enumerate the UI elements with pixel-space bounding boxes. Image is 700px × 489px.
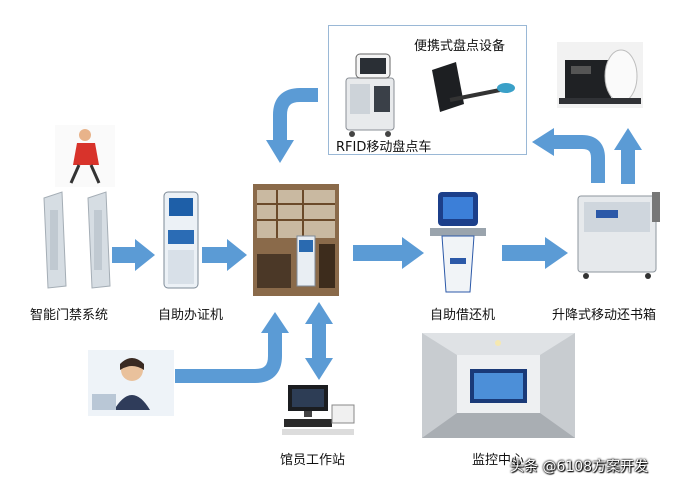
rfid-cart-label: RFID移动盘点车 [336, 140, 432, 155]
arrow-bookcase-to-box-head [532, 128, 554, 156]
librarian-photo [88, 350, 174, 416]
arrow-shelves-workstation-shaft [312, 322, 326, 360]
rfid-cart-icon [345, 53, 395, 137]
arrow-kiosk2-to-bookcase [502, 237, 568, 269]
workstation-label: 馆员工作站 [280, 453, 346, 468]
security-gate-icon [43, 191, 111, 289]
printer-icon [557, 42, 643, 108]
gate-label: 智能门禁系统 [30, 308, 109, 323]
arrow-box-to-shelves [273, 88, 318, 142]
kiosk-icon [163, 191, 199, 289]
handheld-scanner-icon [432, 62, 515, 112]
library-shelves-photo [253, 184, 339, 296]
monitor-center-label: 监控中心 [472, 453, 525, 468]
arrow-kiosk-to-shelves [202, 239, 247, 271]
arrow-shelves-workstation-down [305, 358, 333, 380]
arrow-group [112, 237, 568, 271]
self-service-terminal-icon [430, 192, 486, 293]
watermark-text: 头条 @6108方案开发 [510, 459, 649, 475]
arrow-box-to-shelves-head [266, 140, 294, 163]
lift-bookcase-label: 升降式移动还书箱 [552, 308, 657, 323]
return-bookcase-icon [577, 192, 660, 279]
card-kiosk-label: 自助办证机 [158, 308, 224, 323]
arrow-bookcase-to-box [552, 135, 605, 183]
arrow-librarian-to-shelves-head [261, 312, 289, 333]
borrow-return-label: 自助借还机 [430, 308, 496, 323]
monitor-room-photo [422, 333, 575, 438]
workstation-pc-icon [282, 385, 355, 435]
handheld-label: 便携式盘点设备 [414, 39, 506, 54]
person-walking-icon [55, 125, 115, 187]
arrow-shelves-workstation-up [305, 302, 333, 324]
arrow-librarian-to-shelves [175, 330, 282, 383]
arrow-bookcase-to-printer-head [614, 128, 642, 150]
arrow-gate-to-kiosk [112, 239, 155, 271]
arrow-shelves-to-kiosk2 [353, 237, 424, 269]
arrow-bookcase-to-printer-shaft [621, 148, 635, 184]
